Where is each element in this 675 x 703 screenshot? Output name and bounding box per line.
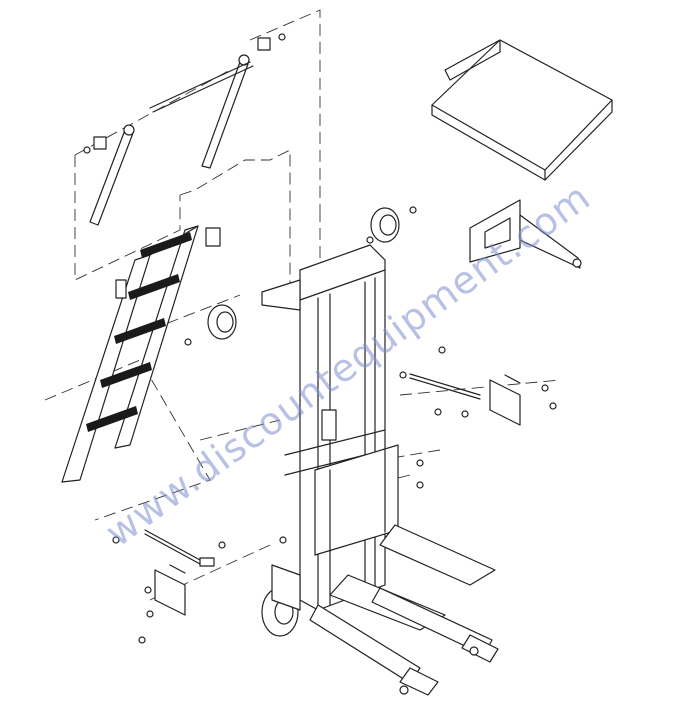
outrigger-legs bbox=[309, 587, 499, 696]
tie-rod bbox=[144, 373, 481, 567]
ladder-struts bbox=[83, 33, 286, 226]
mounting-bracket bbox=[154, 374, 521, 616]
rear-wheel bbox=[261, 564, 301, 637]
side-bracket bbox=[469, 199, 582, 269]
hardware-bolts bbox=[112, 346, 557, 644]
caster-wheel bbox=[184, 206, 417, 346]
ladder-platform bbox=[61, 225, 221, 483]
deck-plate bbox=[431, 39, 613, 181]
